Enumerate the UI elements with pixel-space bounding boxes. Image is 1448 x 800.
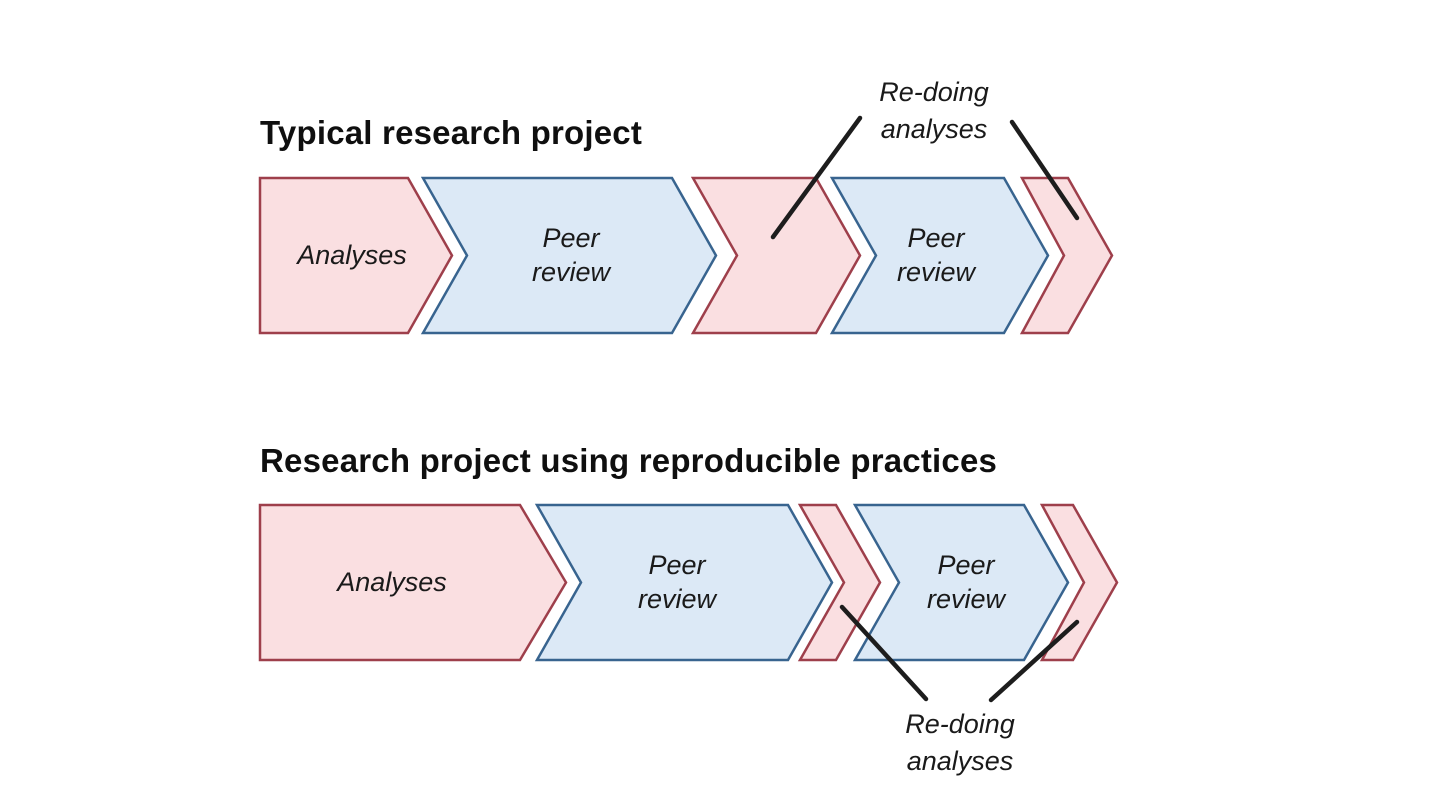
analyses-label-top: Analyses: [297, 240, 407, 270]
annotation-line-right-bottom: [988, 619, 1080, 703]
redoing-analyses-label-top: Re-doing analyses: [879, 74, 989, 148]
peer-review-label-2-top-line1: Peer: [907, 223, 965, 253]
redo-analyses-chevron-2-top: [1019, 176, 1114, 335]
top-flow-row: [258, 115, 1114, 335]
peer-review-label-1-top-line1: Peer: [542, 223, 600, 253]
peer-review-label-1-bottom-line2: review: [637, 584, 717, 614]
top-section-title: Typical research project: [260, 114, 643, 151]
peer-review-label-2-bottom-line1: Peer: [937, 550, 995, 580]
analyses-label-bottom: Analyses: [337, 567, 447, 597]
peer-review-arrow-2-bottom: [852, 503, 1070, 662]
peer-review-label-2-bottom: Peer review: [927, 548, 1005, 616]
peer-review-arrow-1-bottom: [534, 503, 834, 662]
redo-analyses-chevron-1-bottom: [797, 503, 882, 662]
bottom-flow-row: [258, 503, 1119, 703]
annotation-line-left-top: [770, 115, 863, 240]
redo-analyses-chevron-1-top: [690, 176, 862, 335]
analyses-arrow-top: [258, 176, 454, 335]
peer-review-arrow-2-top: [829, 176, 1050, 335]
analyses-arrow-bottom: [258, 503, 568, 662]
peer-review-label-2-bottom-line2: review: [926, 584, 1006, 614]
peer-review-arrow-1-top: [420, 176, 718, 335]
redoing-analyses-label-bottom: Re-doing analyses: [905, 706, 1015, 780]
peer-review-label-1-bottom: Peer review: [638, 548, 716, 616]
redoing-analyses-label-bottom-line1: Re-doing: [905, 709, 1015, 739]
peer-review-label-1-top-line2: review: [531, 257, 611, 287]
peer-review-label-2-top-line2: review: [896, 257, 976, 287]
redoing-analyses-label-top-line1: Re-doing: [879, 77, 989, 107]
redoing-analyses-label-bottom-line2: analyses: [906, 746, 1014, 776]
peer-review-label-1-bottom-line1: Peer: [648, 550, 706, 580]
annotation-line-left-bottom: [839, 604, 929, 702]
peer-review-label-1-top: Peer review: [532, 221, 610, 289]
peer-review-label-2-top: Peer review: [897, 221, 975, 289]
bottom-section-title: Research project using reproducible prac…: [260, 442, 998, 479]
annotation-line-right-top: [1009, 119, 1080, 221]
redoing-analyses-label-top-line2: analyses: [880, 114, 988, 144]
redo-analyses-chevron-2-bottom: [1039, 503, 1119, 662]
